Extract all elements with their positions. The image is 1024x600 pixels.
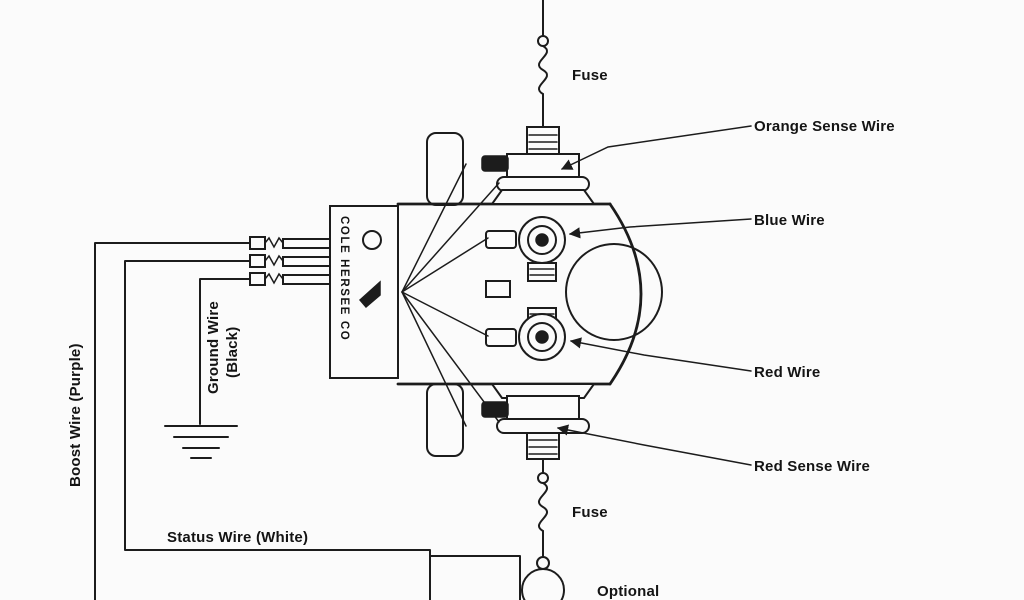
ground-wire-run (199, 278, 251, 425)
ground-wire-label-line2: (Black) (224, 327, 241, 378)
red-sense-label: Red Sense Wire (754, 458, 870, 475)
top-terminal (481, 126, 596, 205)
brand-text: COLE HERSEE CO (338, 216, 350, 341)
blue-wire-label: Blue Wire (754, 212, 825, 229)
ground-wire-label-line1: Ground Wire (205, 301, 222, 394)
red-wire-label: Red Wire (754, 364, 820, 381)
mounting-ear-top (426, 132, 464, 206)
boost-wire-run (94, 242, 251, 600)
solenoid-connector-block: COLE HERSEE CO (329, 205, 399, 379)
pin-row-2 (249, 254, 331, 268)
pin-row-1 (249, 236, 331, 250)
center-tab (485, 280, 511, 298)
boost-wire-label: Boost Wire (Purple) (67, 343, 84, 487)
red-sense-leader (556, 424, 752, 466)
fuse-bottom-label: Fuse (572, 504, 608, 521)
orange-sense-leader (560, 125, 752, 170)
status-wire-label: Status Wire (White) (167, 529, 308, 546)
red-wire-leader (569, 337, 752, 372)
fuse-top-label: Fuse (572, 67, 608, 84)
brand-logo (358, 280, 381, 309)
solenoid-can-bulge (565, 243, 663, 341)
orange-sense-label: Orange Sense Wire (754, 118, 895, 135)
optional-component (429, 555, 565, 600)
mounting-ear-bottom (426, 383, 464, 457)
internal-wires (401, 163, 500, 427)
status-wire-run (124, 260, 431, 600)
ground-symbol (164, 425, 238, 459)
red-wire-stud (485, 307, 566, 361)
blue-wire-stud (485, 216, 566, 282)
leader-lines (556, 125, 752, 466)
top-ring-terminal (496, 176, 590, 192)
pin-row-3 (249, 272, 331, 286)
optional-label: Optional (597, 583, 659, 600)
fuse-symbol-bottom (537, 458, 549, 557)
top-sense-lug (481, 155, 509, 172)
fuse-symbol-top (537, 35, 549, 128)
blue-wire-leader (568, 218, 752, 239)
